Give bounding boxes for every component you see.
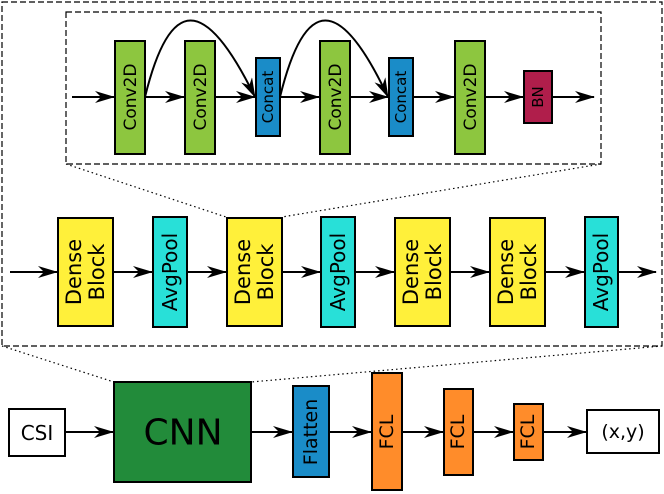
dense-block-label-line1: Dense bbox=[62, 239, 86, 305]
dense-block-1: Dense Block bbox=[57, 217, 114, 327]
inner-block-conv2d-1: Conv2D bbox=[114, 40, 146, 155]
inner-block-label: Conv2D bbox=[191, 63, 211, 130]
dense-block-3: Dense Block bbox=[394, 217, 451, 327]
csi-input-box: CSI bbox=[8, 408, 66, 457]
conv-detail-frame bbox=[65, 11, 602, 165]
inner-block-conv2d-4: Conv2D bbox=[454, 40, 486, 155]
inner-block-label: Conv2D bbox=[121, 63, 141, 130]
output-box: (x,y) bbox=[586, 409, 660, 454]
dense-block-label-line2: Block bbox=[254, 243, 278, 301]
skip-connection-1 bbox=[144, 19, 256, 98]
output-label: (x,y) bbox=[601, 421, 644, 443]
inner-block-concat-1: Concat bbox=[255, 57, 281, 137]
inner-block-concat-2: Concat bbox=[388, 57, 414, 137]
dense-block-label-line2: Block bbox=[85, 243, 109, 301]
cnn-box: CNN bbox=[113, 381, 252, 483]
dense-block-label-line2: Block bbox=[517, 243, 541, 301]
zoom-connector-left-top bbox=[65, 163, 227, 218]
cnn-label: CNN bbox=[144, 413, 223, 454]
avgpool-label: AvgPool bbox=[589, 233, 613, 311]
zoom-connector-right-bottom bbox=[250, 345, 663, 383]
dense-block-2: Dense Block bbox=[226, 217, 283, 327]
fcl-label: FCL bbox=[447, 414, 469, 449]
avgpool-2: AvgPool bbox=[320, 216, 356, 328]
dense-block-frame bbox=[1, 1, 663, 347]
dense-block-label-line2: Block bbox=[422, 243, 446, 301]
inner-block-conv2d-3: Conv2D bbox=[319, 40, 351, 155]
inner-arrows bbox=[72, 19, 595, 103]
inner-block-conv2d-2: Conv2D bbox=[184, 40, 216, 155]
inner-block-label: Conv2D bbox=[326, 63, 346, 130]
avgpool-label: AvgPool bbox=[326, 233, 350, 311]
zoom-connector-left-bottom bbox=[1, 345, 115, 383]
inner-block-label: Concat bbox=[259, 71, 277, 124]
dense-block-label-line1: Dense bbox=[231, 239, 255, 305]
dense-block-label-line1: Dense bbox=[494, 239, 518, 305]
inner-block-label: Conv2D bbox=[461, 63, 481, 130]
fcl-box-2: FCL bbox=[443, 388, 474, 476]
fcl-box-3: FCL bbox=[513, 403, 544, 461]
avgpool-1: AvgPool bbox=[152, 216, 188, 328]
fcl-box-1: FCL bbox=[371, 372, 403, 491]
fcl-label: FCL bbox=[376, 414, 398, 449]
skip-connection-2 bbox=[279, 19, 389, 98]
avgpool-label: AvgPool bbox=[158, 233, 182, 311]
avgpool-3: AvgPool bbox=[584, 216, 619, 328]
inner-block-bn: BN bbox=[523, 70, 553, 124]
csi-input-label: CSI bbox=[21, 421, 54, 445]
zoom-connector-right-top bbox=[281, 163, 602, 218]
fcl-label: FCL bbox=[517, 414, 539, 449]
inner-block-label: Concat bbox=[392, 71, 410, 124]
flatten-label: Flatten bbox=[300, 399, 322, 465]
dense-block-4: Dense Block bbox=[489, 217, 546, 327]
inner-block-label: BN bbox=[529, 86, 547, 108]
flatten-box: Flatten bbox=[292, 385, 330, 478]
dense-block-label-line1: Dense bbox=[399, 239, 423, 305]
